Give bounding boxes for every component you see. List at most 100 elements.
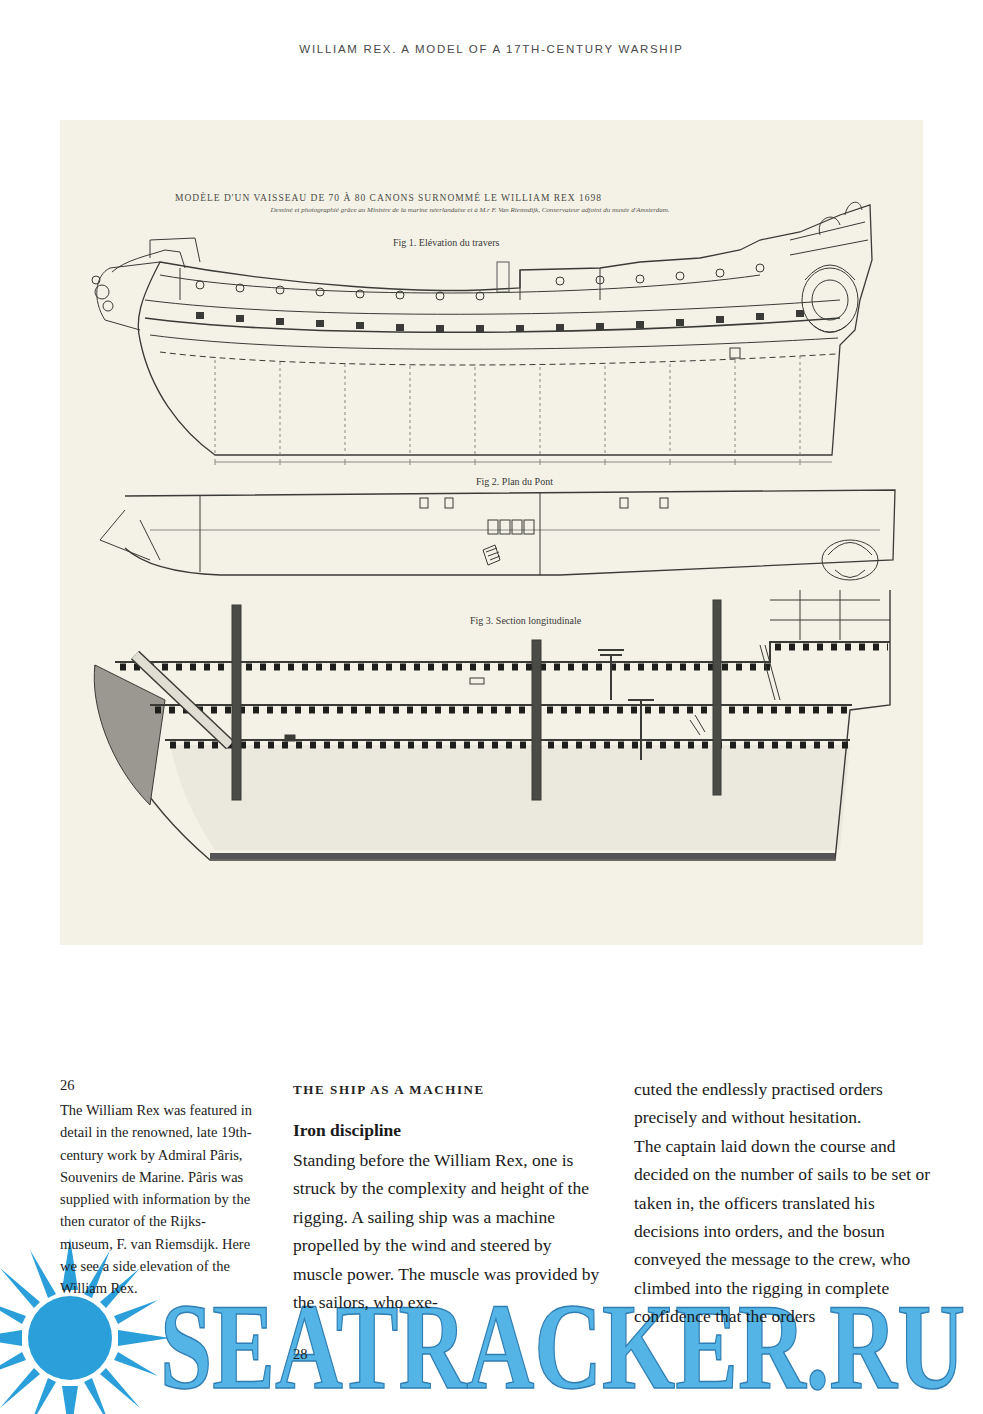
- deck-plan: [100, 490, 895, 580]
- side-elevation-part: [730, 348, 740, 358]
- longitudinal-section-part-part: [775, 644, 888, 651]
- running-header: WILLIAM REX. A MODEL OF A 17TH-CENTURY W…: [0, 43, 983, 55]
- side-elevation-part-part: [516, 325, 524, 332]
- longitudinal-section-part: [770, 590, 890, 640]
- side-elevation-part: [145, 318, 840, 332]
- longitudinal-section-part-part: [120, 664, 770, 671]
- side-elevation-part-part: [476, 325, 484, 332]
- side-elevation-part: [97, 262, 160, 330]
- watermark: SEATRACKER.RU: [160, 1282, 965, 1412]
- deck-plan-part: [828, 543, 872, 578]
- deck-plan-part: [483, 545, 500, 565]
- body-paragraph: cuted the endlessly practised orders pre…: [634, 1075, 940, 1132]
- longitudinal-section-part-part: [170, 742, 848, 749]
- side-elevation-part: [150, 335, 838, 349]
- longitudinal-section-part: [713, 600, 721, 795]
- watermark-sun-logo-part-part: [28, 1296, 112, 1380]
- deck-plan-part-part: [660, 498, 668, 508]
- side-elevation-part-part: [236, 284, 244, 292]
- figure-caption: The William Rex was featured in detail i…: [60, 1099, 262, 1300]
- side-elevation-part-part: [756, 264, 764, 272]
- side-elevation-part: [819, 202, 862, 235]
- side-elevation-part: [790, 222, 868, 333]
- side-elevation-part-part: [396, 291, 404, 299]
- side-elevation-part: [138, 205, 872, 455]
- plate-ground: [60, 120, 923, 945]
- deck-plan-part-part: [620, 498, 628, 508]
- side-elevation-part-part: [316, 320, 324, 327]
- deck-plan-part-part: [512, 520, 522, 534]
- deck-plan-part: [822, 540, 878, 580]
- longitudinal-section-part: [115, 642, 890, 662]
- body-paragraph: Standing before the William Rex, one is …: [293, 1146, 601, 1316]
- side-elevation-part-part: [556, 277, 564, 285]
- side-elevation-part: [95, 285, 109, 299]
- side-elevation-part-part: [636, 275, 644, 283]
- side-elevation-part-part: [596, 276, 604, 284]
- longitudinal-section-part: [170, 745, 850, 850]
- side-elevation-part: [497, 262, 509, 292]
- side-elevation-part-part: [436, 292, 444, 300]
- deck-plan-part: [150, 530, 880, 531]
- figure-label: Fig 1. Elévation du travers: [393, 237, 499, 248]
- side-elevation-part-part: [676, 272, 684, 280]
- side-elevation-part-part: [276, 286, 284, 294]
- side-elevation-part-part: [796, 310, 804, 317]
- side-elevation-part: [112, 250, 185, 272]
- side-elevation-part-part: [476, 292, 484, 300]
- figure-number: 26: [60, 1077, 75, 1094]
- deck-plan-part: [200, 492, 540, 575]
- side-elevation-part-part: [196, 312, 204, 319]
- side-elevation-part-part: [556, 324, 564, 331]
- deck-plan-part-part: [445, 498, 453, 508]
- side-elevation-part: [92, 276, 100, 284]
- longitudinal-section-part: [598, 650, 654, 760]
- side-elevation-part: [150, 238, 200, 262]
- side-elevation-part: [196, 264, 764, 300]
- deck-plan-part-part: [420, 498, 428, 508]
- side-elevation-part: [215, 462, 832, 463]
- longitudinal-section-part: [210, 853, 835, 859]
- deck-plan-part: [100, 510, 160, 560]
- deck-plan-part-part: [488, 520, 498, 534]
- plate-subtitle: Dessiné et photographié grâce au Ministr…: [255, 206, 685, 214]
- section-heading: THE SHIP AS A MACHINE: [293, 1082, 485, 1098]
- side-elevation-part-part: [676, 319, 684, 326]
- figure-label: Fig 3. Section longitudinale: [470, 615, 581, 626]
- longitudinal-section-part: [232, 605, 241, 800]
- longitudinal-section-part: [135, 655, 230, 745]
- side-elevation-part: [103, 301, 113, 311]
- side-elevation-part-part: [716, 316, 724, 323]
- page-number: 28: [293, 1346, 308, 1363]
- side-elevation-part: [145, 300, 840, 314]
- side-elevation-part: [215, 356, 800, 455]
- side-elevation-part-part: [636, 321, 644, 328]
- side-elevation-part-part: [196, 281, 204, 289]
- plate-title: MODÈLE D'UN VAISSEAU DE 70 À 80 CANONS S…: [175, 193, 602, 203]
- side-elevation-part-part: [276, 318, 284, 325]
- longitudinal-section-part: [135, 655, 230, 745]
- side-elevation-part-part: [756, 313, 764, 320]
- side-elevation-part-part: [356, 322, 364, 329]
- side-elevation: [92, 202, 872, 465]
- body-paragraph: The captain laid down the course and dec…: [634, 1132, 940, 1331]
- longitudinal-section: [94, 590, 890, 860]
- side-elevation-part: [180, 268, 600, 300]
- side-elevation-part-part: [396, 324, 404, 331]
- longitudinal-section-part: [95, 590, 890, 860]
- side-elevation-part-part: [215, 356, 800, 455]
- deck-plan-part: [420, 498, 668, 534]
- figure-label: Fig 2. Plan du Pont: [476, 476, 553, 487]
- text-column: cuted the endlessly practised orders pre…: [634, 1075, 940, 1331]
- longitudinal-section-part: [690, 645, 780, 735]
- side-elevation-part: [196, 310, 804, 332]
- longitudinal-section-part: [470, 678, 484, 684]
- side-elevation-part-part: [236, 315, 244, 322]
- longitudinal-section-part-part: [155, 707, 850, 714]
- deck-plan-part-part: [500, 520, 510, 534]
- longitudinal-section-part: [532, 640, 541, 800]
- side-elevation-part-part: [356, 290, 364, 298]
- deck-plan-part: [125, 490, 895, 575]
- side-elevation-part: [160, 275, 760, 293]
- side-elevation-part-part: [316, 288, 324, 296]
